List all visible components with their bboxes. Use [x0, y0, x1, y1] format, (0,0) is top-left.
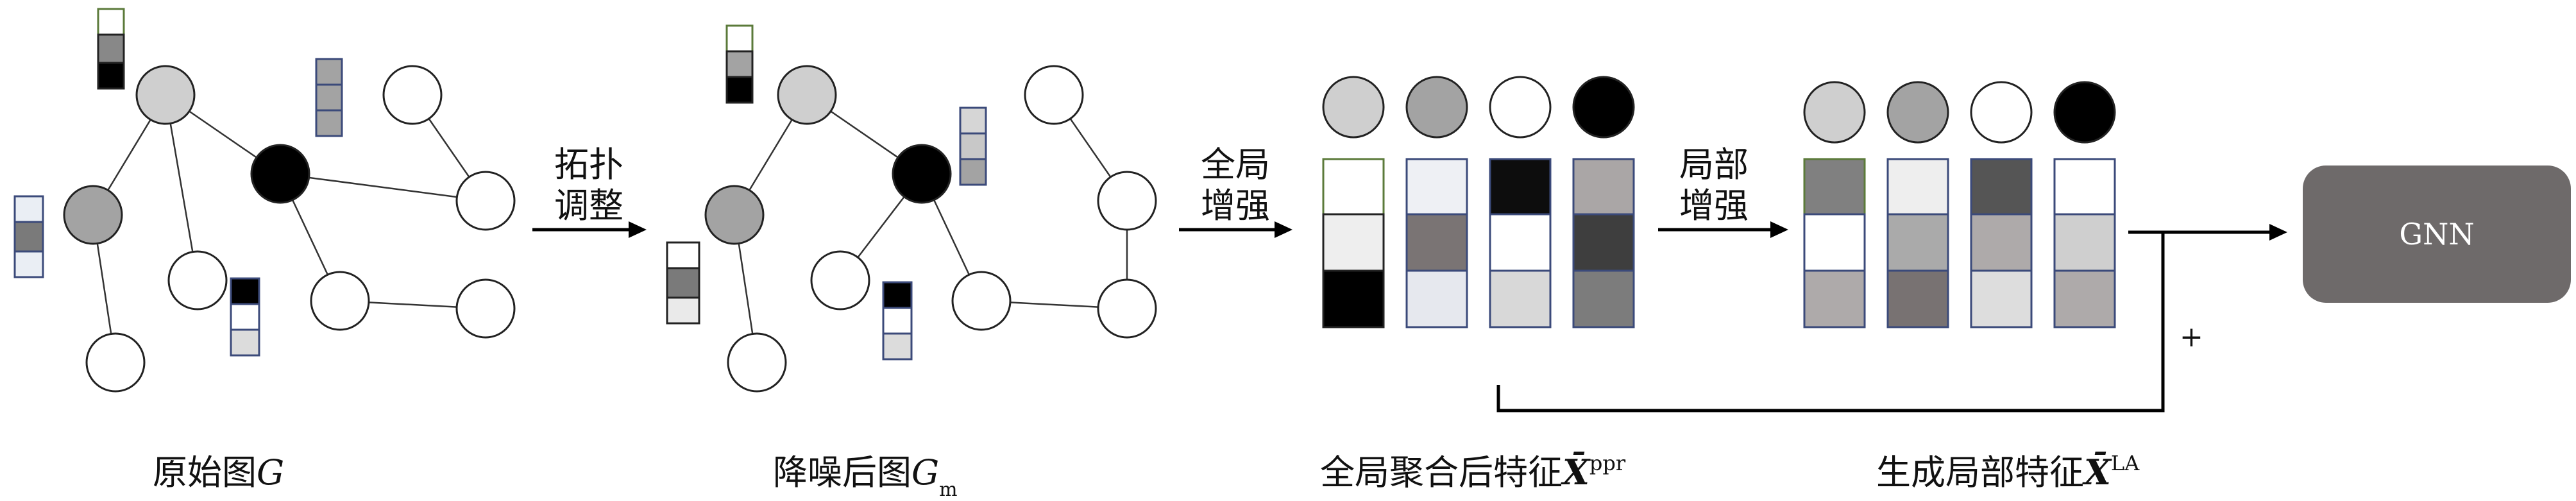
feature-column — [2053, 158, 2116, 328]
feature-column — [1803, 158, 1866, 328]
node-white — [455, 278, 516, 339]
feature-vectors-denoised — [666, 24, 987, 361]
node-white — [455, 171, 516, 231]
node-white — [1489, 76, 1552, 139]
local-feature-matrix — [1803, 158, 2116, 328]
node-white — [167, 250, 228, 310]
arrow-global — [1179, 221, 1292, 238]
edge — [280, 173, 486, 202]
feature-vector — [725, 24, 754, 104]
node-mid — [1886, 81, 1949, 144]
node-black — [1572, 76, 1635, 139]
node-black — [892, 144, 952, 204]
feature-column — [1489, 158, 1552, 328]
node-black — [2053, 81, 2116, 144]
feature-vectors-original — [13, 8, 343, 357]
feature-column — [1970, 158, 2033, 328]
original-graph — [92, 94, 487, 363]
feature-vector — [97, 8, 125, 90]
global-feature-matrix — [1322, 158, 1635, 328]
feature-column — [1322, 158, 1385, 328]
node-white — [727, 332, 787, 393]
node-white — [382, 65, 443, 125]
feature-vector — [666, 241, 700, 325]
feature-vector — [315, 58, 343, 137]
node-white — [951, 271, 1012, 331]
global-node-circles — [1322, 76, 1635, 139]
node-white — [310, 271, 370, 331]
node-white — [1970, 81, 2033, 144]
skip-connection — [1496, 232, 2165, 412]
node-light — [777, 65, 837, 125]
feature-vector — [230, 277, 260, 357]
feature-column — [1572, 158, 1635, 328]
node-mid — [704, 185, 765, 245]
node-mid — [1405, 76, 1468, 139]
feature-vector — [882, 281, 913, 361]
node-light — [135, 65, 196, 125]
arrow-to-gnn — [2128, 224, 2287, 241]
feature-vector — [13, 195, 44, 278]
node-white — [85, 332, 146, 393]
feature-column — [1405, 158, 1468, 328]
node-light — [1803, 81, 1866, 144]
feature-vector — [959, 106, 987, 186]
original-graph-nodes — [63, 65, 516, 393]
node-white — [1097, 171, 1157, 231]
local-node-circles — [1803, 81, 2116, 144]
arrow-local — [1658, 221, 1788, 238]
node-white — [810, 250, 870, 310]
node-mid — [63, 185, 123, 245]
node-white — [1097, 278, 1157, 339]
node-black — [250, 144, 310, 204]
feature-column — [1886, 158, 1949, 328]
edge — [164, 94, 199, 281]
node-white — [1024, 65, 1084, 125]
denoised-graph-nodes — [704, 65, 1157, 393]
arrow-topology — [532, 221, 647, 238]
node-light — [1322, 76, 1385, 139]
denoised-graph — [733, 94, 1128, 363]
